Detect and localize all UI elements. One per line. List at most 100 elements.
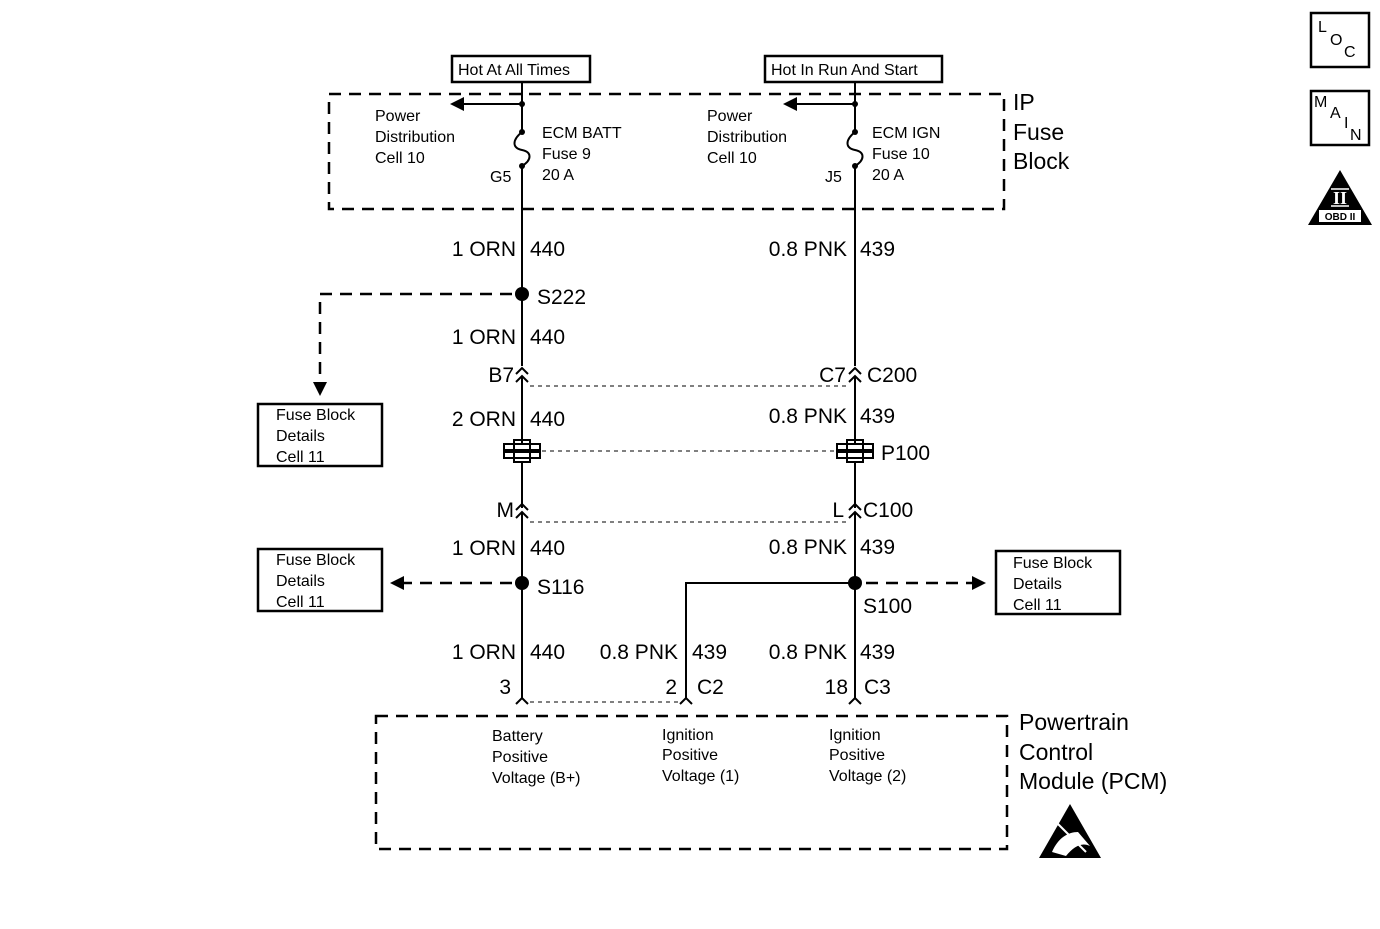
wire-right-c100-circuit: 439 (860, 536, 895, 559)
svg-text:Block: Block (1013, 148, 1070, 174)
pcm-pin-2-label: 2 (665, 676, 677, 699)
pass-through-p100-name: P100 (881, 442, 930, 465)
wire-right-top-gauge: 0.8 PNK (769, 238, 847, 261)
connector-c200-right-pin: C7 (819, 364, 846, 387)
svg-text:Voltage (2): Voltage (2) (829, 768, 906, 785)
fuse-icon (513, 131, 531, 167)
svg-text:20 A: 20 A (872, 167, 904, 184)
right-power-distribution-ref[interactable]: Power Distribution Cell 10 (707, 108, 787, 167)
wire-branch-pcm-circuit: 439 (692, 641, 727, 664)
svg-text:Positive: Positive (829, 747, 885, 764)
svg-text:Fuse Block: Fuse Block (1013, 555, 1093, 572)
svg-text:II: II (1333, 188, 1347, 208)
svg-text:20 A: 20 A (542, 167, 574, 184)
svg-text:Voltage (1): Voltage (1) (662, 768, 739, 785)
svg-text:Details: Details (1013, 576, 1062, 593)
svg-text:Details: Details (276, 428, 325, 445)
svg-text:O: O (1330, 32, 1342, 49)
ref-box-s116[interactable]: Fuse Block Details Cell 11 (256, 547, 384, 613)
svg-text:Control: Control (1019, 739, 1093, 765)
main-icon[interactable]: M A I N (1309, 89, 1371, 147)
arrow-down-icon (313, 382, 327, 396)
svg-text:IP: IP (1013, 89, 1035, 115)
pcm-input-ignition-1: Ignition Positive Voltage (1) (662, 727, 739, 785)
svg-text:L: L (1318, 19, 1327, 36)
svg-text:Details: Details (276, 573, 325, 590)
connector-c100-name: C100 (863, 499, 913, 522)
svg-text:Cell 11: Cell 11 (276, 594, 325, 611)
ip-fuse-block-title: IP Fuse Block (1013, 89, 1070, 174)
pass-through-p100-left-icon (503, 439, 541, 463)
svg-text:I: I (1344, 115, 1348, 132)
wire-left-mid-gauge: 1 ORN (452, 326, 516, 349)
wire-left-c100-circuit: 440 (530, 537, 565, 560)
power-source-left-label: Hot At All Times (458, 62, 570, 79)
wire-left-pcm-gauge: 1 ORN (452, 641, 516, 664)
wire-right-c100-gauge: 0.8 PNK (769, 536, 847, 559)
svg-text:Fuse Block: Fuse Block (276, 407, 356, 424)
svg-text:Fuse 10: Fuse 10 (872, 146, 930, 163)
pcm-title: Powertrain Control Module (PCM) (1019, 709, 1167, 794)
wire-left-top-circuit: 440 (530, 238, 565, 261)
svg-text:Module (PCM): Module (PCM) (1019, 768, 1167, 794)
arrow-right-icon (972, 576, 986, 590)
svg-text:Positive: Positive (492, 749, 548, 766)
wire-left-top-gauge: 1 ORN (452, 238, 516, 261)
svg-text:Fuse: Fuse (1013, 119, 1064, 145)
svg-text:Cell 11: Cell 11 (1013, 597, 1062, 614)
connector-c200-name: C200 (867, 364, 917, 387)
splice-s100-label: S100 (863, 595, 912, 618)
pcm-input-battery: Battery Positive Voltage (B+) (492, 728, 581, 787)
svg-text:A: A (1330, 105, 1341, 122)
splice-s222-label: S222 (537, 286, 586, 309)
splice-s116 (515, 576, 529, 590)
arrow-left-icon (390, 576, 404, 590)
wire-left-mid-circuit: 440 (530, 326, 565, 349)
svg-text:Distribution: Distribution (707, 129, 787, 146)
wire-left-pcm-circuit: 440 (530, 641, 565, 664)
svg-text:ECM BATT: ECM BATT (542, 125, 622, 142)
loc-icon[interactable]: L O C (1309, 11, 1371, 69)
ref-box-s222[interactable]: Fuse Block Details Cell 11 (256, 402, 384, 468)
svg-text:Battery: Battery (492, 728, 543, 745)
wire-right-top-circuit: 439 (860, 238, 895, 261)
pcm-pin-18-connector: C3 (864, 676, 891, 699)
power-source-right-label: Hot In Run And Start (771, 62, 918, 79)
pcm-outline (374, 714, 1009, 851)
right-fuse-label: ECM IGN Fuse 10 20 A (872, 125, 940, 184)
wire-right-c200-circuit: 439 (860, 405, 895, 428)
ip-fuse-block-outline (327, 92, 1006, 211)
splice-s222 (515, 287, 529, 301)
pass-through-p100-right-icon (836, 439, 874, 463)
arrow-left-icon (450, 97, 464, 111)
svg-text:Positive: Positive (662, 747, 718, 764)
svg-text:Cell 11: Cell 11 (276, 449, 325, 466)
wire-right-pcm-circuit: 439 (860, 641, 895, 664)
svg-text:Distribution: Distribution (375, 129, 455, 146)
svg-text:OBD II: OBD II (1325, 212, 1356, 223)
obd-ii-icon[interactable]: II OBD II (1308, 170, 1372, 225)
svg-text:Power: Power (707, 108, 753, 125)
pcm-pin-3-label: 3 (499, 676, 511, 699)
pcm-input-ignition-2: Ignition Positive Voltage (2) (829, 727, 906, 785)
ref-box-s100[interactable]: Fuse Block Details Cell 11 (994, 549, 1122, 616)
left-power-distribution-ref[interactable]: Power Distribution Cell 10 (375, 108, 455, 167)
fuse-icon (846, 131, 864, 167)
wire-left-c200-gauge: 2 ORN (452, 408, 516, 431)
pcm-pin-18-label: 18 (825, 676, 848, 699)
pcm-pin-18-icon (848, 696, 862, 705)
esd-sensitive-icon (1039, 804, 1101, 858)
wire-left-c100-gauge: 1 ORN (452, 537, 516, 560)
svg-text:ECM IGN: ECM IGN (872, 125, 940, 142)
svg-text:Cell 10: Cell 10 (707, 150, 757, 167)
svg-text:Ignition: Ignition (829, 727, 881, 744)
svg-text:M: M (1314, 94, 1327, 111)
svg-text:C: C (1344, 44, 1356, 61)
svg-text:Powertrain: Powertrain (1019, 709, 1129, 735)
svg-text:Fuse Block: Fuse Block (276, 552, 356, 569)
left-fuse-label: ECM BATT Fuse 9 20 A (542, 125, 622, 184)
connector-c100-left-pin: M (497, 499, 515, 522)
wire-right-c200-gauge: 0.8 PNK (769, 405, 847, 428)
svg-text:Cell 10: Cell 10 (375, 150, 425, 167)
